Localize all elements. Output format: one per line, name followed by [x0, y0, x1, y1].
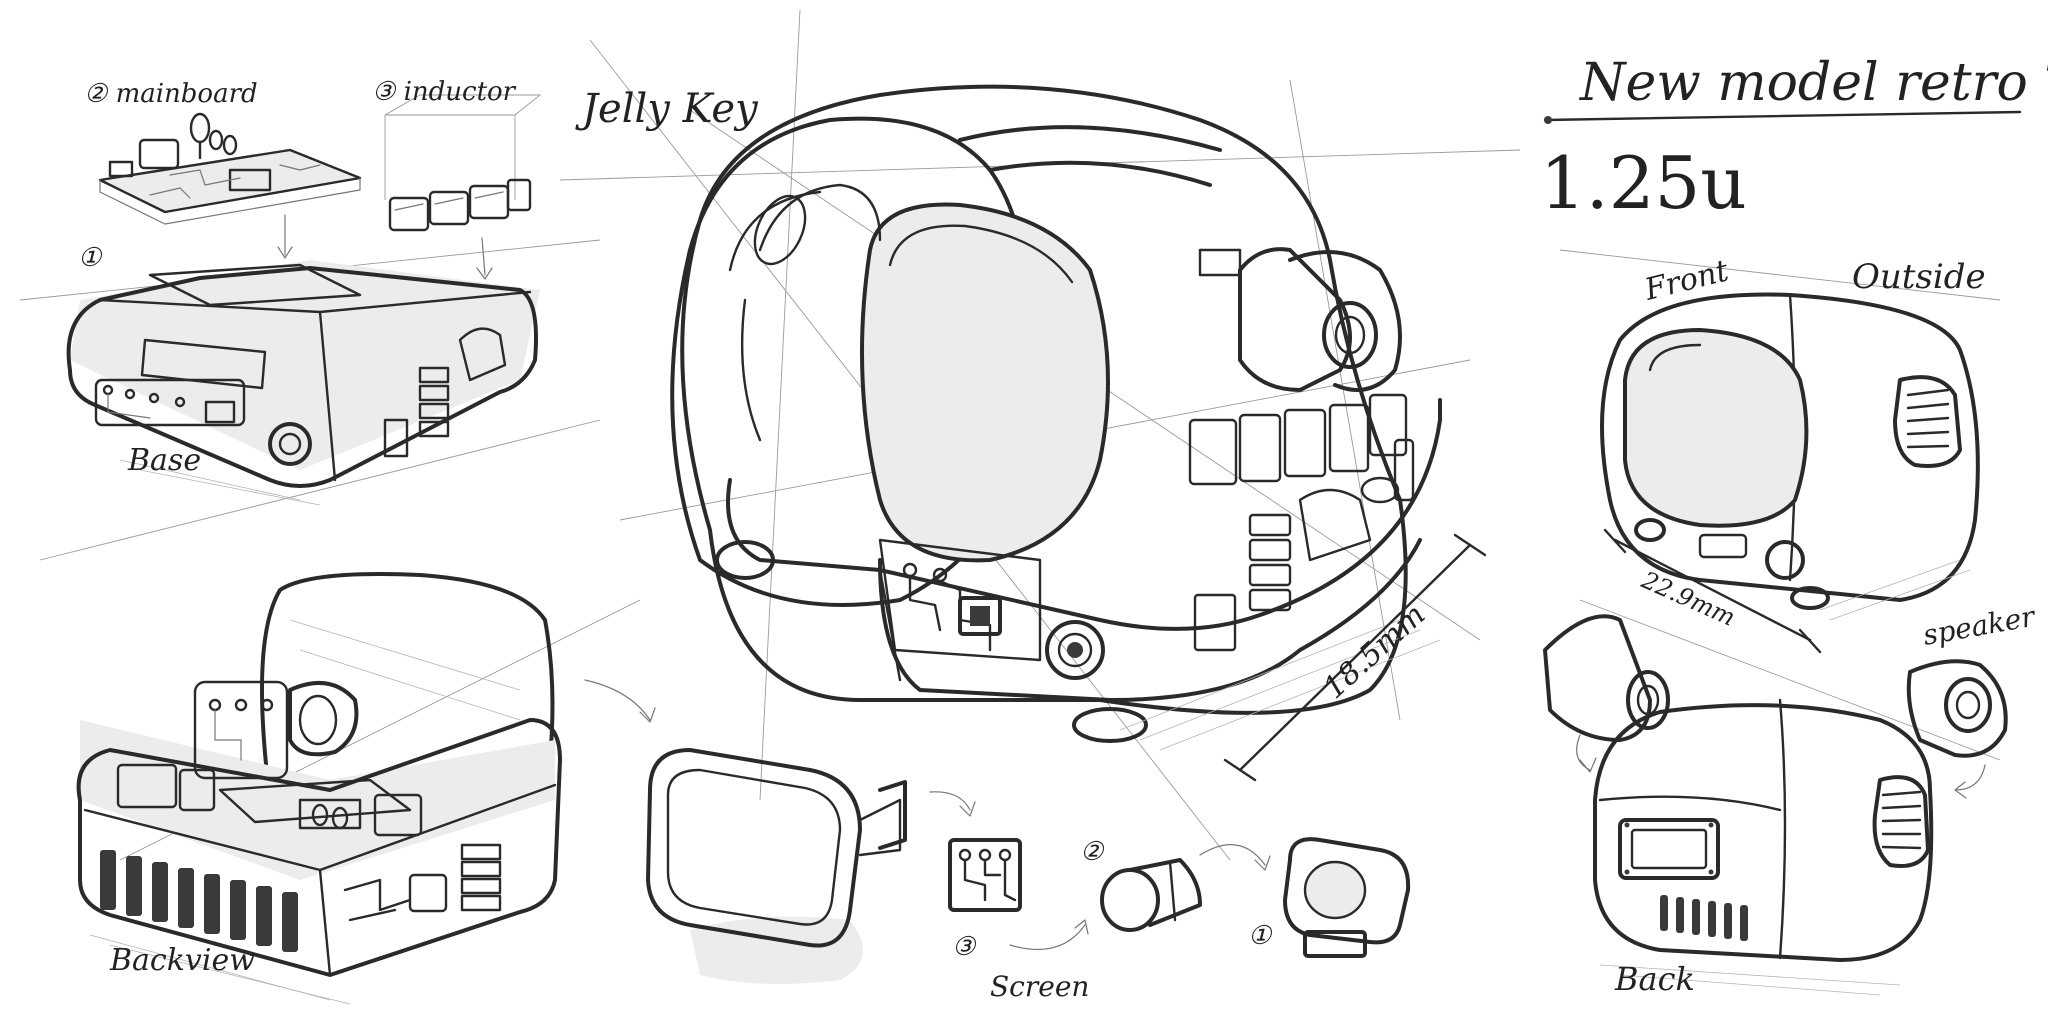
base-label: Base: [127, 443, 201, 478]
assembly-arrows-top-left: [277, 214, 493, 280]
backview-circuit: [343, 843, 502, 922]
outside-label: Outside: [1852, 257, 1986, 297]
screen-arrow-3: [1199, 844, 1266, 866]
back-label: Back: [1614, 960, 1695, 998]
backview-top-parts: [116, 680, 423, 837]
screen-arrow-1: [929, 791, 971, 811]
screen-step-3: ③: [952, 932, 977, 962]
base-knob: [268, 422, 312, 466]
speaker-label: speaker: [1920, 600, 2038, 652]
jelly-key-label: Jelly Key: [575, 86, 759, 132]
screen-module-sketch: [1283, 837, 1411, 958]
base-side-vents: [383, 327, 507, 458]
mainboard-sketch: [98, 112, 362, 225]
inductor-sketch: [384, 94, 542, 232]
outside-width-dimension: [1603, 528, 1822, 654]
screen-step-2: ②: [1080, 837, 1105, 867]
mainboard-label: ② mainboard: [84, 79, 258, 109]
screen-label: Screen: [990, 970, 1089, 1003]
backview-label: Backview: [109, 943, 255, 978]
back-tv-sketch: [1593, 698, 1934, 996]
backview-grille: [100, 850, 298, 952]
outside-tv-sketch: [1600, 292, 1980, 621]
main-height-dimension: [1223, 533, 1487, 782]
back-grille: [1660, 895, 1748, 941]
base-sketch: [66, 260, 540, 506]
title-underline: [1543, 110, 2022, 122]
screen-frame-sketch: [646, 748, 907, 984]
loose-speaker-right: [1906, 659, 2008, 758]
lens-sketch: [1100, 858, 1202, 932]
page-title: New model retro Tv: [1578, 53, 2048, 113]
base-port-icons: [102, 384, 236, 424]
inductor-label: ③ inductor: [372, 77, 517, 107]
main-tv-sketch: [670, 84, 1442, 751]
backview-sketch: [76, 572, 562, 1005]
main-knob: [1045, 620, 1105, 680]
front-label: Front: [1640, 253, 1732, 308]
backview-arrow: [584, 679, 651, 721]
screen-arrow-2: [1009, 924, 1086, 951]
screen-step-1: ①: [1248, 921, 1273, 951]
circuit-board-sketch: [948, 838, 1022, 912]
loose-speaker-left: [1543, 614, 1670, 742]
base-step-number: ①: [78, 243, 103, 273]
unit-size-label: 1.25u: [1540, 141, 1747, 225]
height-dimension-label: 18.5mm: [1317, 597, 1432, 706]
width-dimension-label: 22.9mm: [1637, 565, 1740, 631]
